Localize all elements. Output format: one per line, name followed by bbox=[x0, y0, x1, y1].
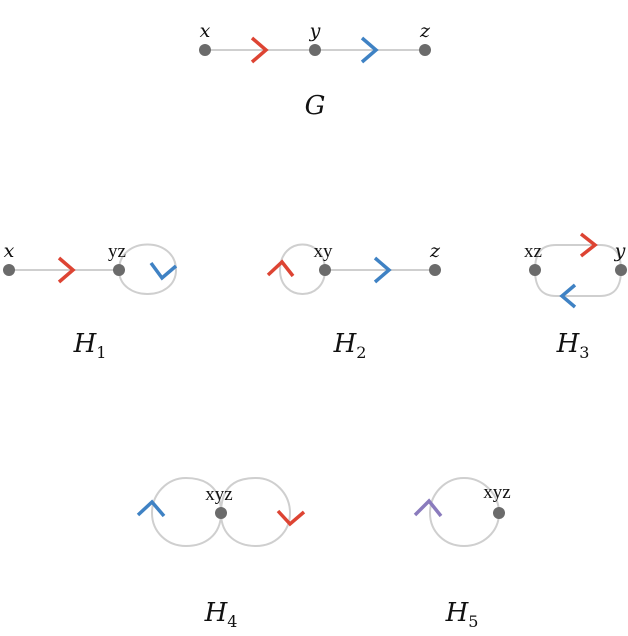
graph-h3: xz y H3 bbox=[524, 232, 627, 362]
node-xy bbox=[319, 264, 331, 276]
arrow-purple bbox=[413, 498, 443, 518]
arrow-blue bbox=[360, 36, 379, 64]
node-label-y: y bbox=[614, 240, 626, 262]
self-loop-right bbox=[220, 476, 292, 548]
node-z bbox=[419, 44, 431, 56]
caption-g: G bbox=[305, 91, 326, 121]
caption-h2: H2 bbox=[333, 329, 367, 362]
graph-h5: xyz H5 bbox=[413, 476, 511, 631]
node-label-x: x bbox=[4, 240, 15, 262]
node-y bbox=[309, 44, 321, 56]
caption-h1: H1 bbox=[73, 329, 107, 362]
caption-h3: H3 bbox=[556, 329, 590, 362]
arrow-red bbox=[579, 232, 598, 258]
self-loop-xy bbox=[278, 243, 326, 295]
node-label-xz: xz bbox=[524, 241, 542, 262]
node-label-xyz: xyz bbox=[205, 484, 232, 505]
arrow-red bbox=[276, 509, 306, 527]
node-x bbox=[3, 264, 15, 276]
node-xz bbox=[529, 264, 541, 276]
arrow-red bbox=[266, 259, 295, 278]
self-loop-left bbox=[150, 476, 222, 548]
edge-bottom bbox=[534, 269, 622, 297]
graph-h4: xyz H4 bbox=[136, 476, 306, 631]
node-label-xy: xy bbox=[314, 241, 334, 262]
caption-h5: H5 bbox=[445, 598, 479, 631]
node-label-xyz: xyz bbox=[483, 482, 510, 503]
graph-g: x y z G bbox=[199, 20, 431, 121]
caption-h4: H4 bbox=[204, 598, 238, 631]
node-label-x: x bbox=[200, 20, 211, 42]
node-label-z: z bbox=[419, 20, 431, 42]
arrow-blue bbox=[136, 499, 166, 518]
arrow-blue bbox=[559, 283, 577, 309]
node-x bbox=[199, 44, 211, 56]
node-label-y: y bbox=[309, 20, 321, 42]
node-yz bbox=[113, 264, 125, 276]
edge-top bbox=[534, 244, 622, 271]
self-loop-yz bbox=[118, 243, 178, 295]
arrow-red bbox=[250, 36, 269, 64]
arrow-blue bbox=[149, 261, 178, 281]
node-z bbox=[429, 264, 441, 276]
node-xyz bbox=[215, 507, 227, 519]
node-label-z: z bbox=[429, 240, 441, 262]
node-y bbox=[615, 264, 627, 276]
graph-h2: xy z H2 bbox=[266, 240, 441, 362]
arrow-red bbox=[57, 256, 76, 284]
arrow-blue bbox=[373, 256, 392, 284]
self-loop bbox=[428, 476, 500, 548]
graph-h1: x yz H1 bbox=[3, 240, 178, 362]
node-xyz bbox=[493, 507, 505, 519]
node-label-yz: yz bbox=[108, 241, 126, 262]
